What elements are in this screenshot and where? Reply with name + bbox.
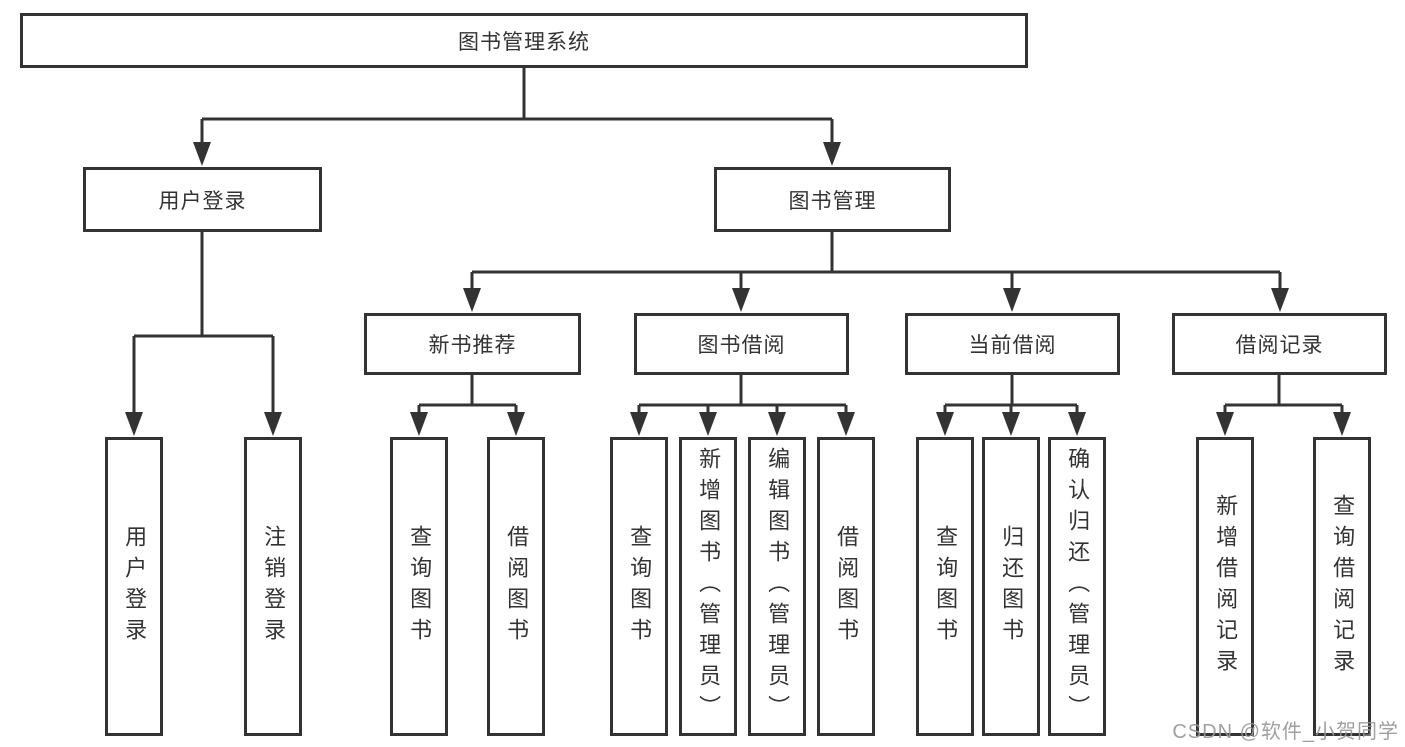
leaf-recommend-query-books-label: 查询图书 — [407, 524, 433, 649]
leaf-records-add-borrow-record: 新增借阅记录 — [1196, 437, 1254, 736]
arrow-down-icon — [732, 288, 750, 312]
leaf-current-confirm-return-admin-label: 确认归还（管理员） — [1065, 447, 1091, 726]
leaf-current-query-books: 查询图书 — [916, 437, 974, 736]
arrow-down-icon — [1002, 412, 1020, 436]
leaf-records-query-borrow-record-label: 查询借阅记录 — [1330, 493, 1356, 680]
connector-book-management-to-level3 — [470, 232, 1282, 290]
leaf-recommend-borrow-books-label: 借阅图书 — [504, 524, 530, 649]
leaf-borrowing-edit-books-admin: 编辑图书（管理员） — [748, 437, 806, 736]
node-user-login-label: 用户登录 — [158, 189, 247, 213]
arrow-down-icon — [823, 142, 841, 166]
connector-current-borrowing-to-leaves — [943, 375, 1079, 414]
arrow-down-icon — [837, 412, 855, 436]
arrow-down-icon — [1216, 412, 1234, 436]
arrow-down-icon — [1333, 412, 1351, 436]
arrow-down-icon — [1068, 412, 1086, 436]
connector-book-borrowing-to-leaves — [637, 375, 848, 414]
arrow-down-icon — [1003, 288, 1021, 312]
arrow-down-icon — [768, 412, 786, 436]
leaf-user-login-label: 用户登录 — [122, 524, 148, 649]
arrow-down-icon — [125, 412, 143, 436]
node-borrowing-records-label: 借阅记录 — [1235, 334, 1324, 357]
arrow-down-icon — [463, 288, 481, 312]
leaf-borrowing-query-books-label: 查询图书 — [627, 524, 653, 649]
leaf-logout: 注销登录 — [244, 437, 302, 736]
leaf-recommend-borrow-books: 借阅图书 — [487, 437, 545, 736]
arrow-down-icon — [1271, 288, 1289, 312]
node-book-borrowing: 图书借阅 — [634, 313, 849, 375]
node-borrowing-records: 借阅记录 — [1172, 313, 1387, 375]
leaf-borrowing-add-books-admin-label: 新增图书（管理员） — [696, 447, 722, 726]
arrow-down-icon — [410, 412, 428, 436]
leaf-borrowing-borrow-books: 借阅图书 — [817, 437, 875, 736]
leaf-current-return-books: 归还图书 — [982, 437, 1040, 736]
node-new-book-recommend-label: 新书推荐 — [428, 334, 517, 357]
node-root-system: 图书管理系统 — [20, 13, 1028, 68]
connector-root-to-level2 — [200, 68, 834, 144]
node-root-system-label: 图书管理系统 — [458, 30, 590, 54]
node-current-borrowing-label: 当前借阅 — [968, 334, 1057, 357]
connector-user-login-to-leaves — [132, 232, 275, 414]
connector-new-book-recommend-to-leaves — [417, 375, 518, 414]
arrow-down-icon — [699, 412, 717, 436]
arrow-down-icon — [193, 142, 211, 166]
node-book-management: 图书管理 — [714, 167, 951, 232]
node-new-book-recommend: 新书推荐 — [364, 313, 581, 375]
node-current-borrowing: 当前借阅 — [905, 313, 1120, 375]
arrow-down-icon — [630, 412, 648, 436]
leaf-borrowing-borrow-books-label: 借阅图书 — [834, 524, 860, 649]
arrow-down-icon — [264, 412, 282, 436]
leaf-records-query-borrow-record: 查询借阅记录 — [1313, 437, 1371, 736]
leaf-borrowing-query-books: 查询图书 — [610, 437, 668, 736]
csdn-watermark: CSDN @软件_小贺同学 — [1172, 721, 1399, 743]
node-book-borrowing-label: 图书借阅 — [697, 334, 786, 357]
arrow-down-icon — [507, 412, 525, 436]
arrow-down-icon — [936, 412, 954, 436]
leaf-user-login: 用户登录 — [105, 437, 163, 736]
leaf-current-query-books-label: 查询图书 — [933, 524, 959, 649]
arrowheads — [125, 142, 1351, 436]
node-user-login: 用户登录 — [83, 167, 322, 232]
connector-borrowing-records-to-leaves — [1223, 375, 1344, 414]
leaf-borrowing-edit-books-admin-label: 编辑图书（管理员） — [765, 447, 791, 726]
leaf-records-add-borrow-record-label: 新增借阅记录 — [1213, 493, 1239, 680]
leaf-current-confirm-return-admin: 确认归还（管理员） — [1048, 437, 1106, 736]
leaf-recommend-query-books: 查询图书 — [390, 437, 448, 736]
node-book-management-label: 图书管理 — [788, 189, 877, 213]
leaf-logout-label: 注销登录 — [261, 524, 287, 649]
leaf-borrowing-add-books-admin: 新增图书（管理员） — [679, 437, 737, 736]
leaf-current-return-books-label: 归还图书 — [999, 524, 1025, 649]
